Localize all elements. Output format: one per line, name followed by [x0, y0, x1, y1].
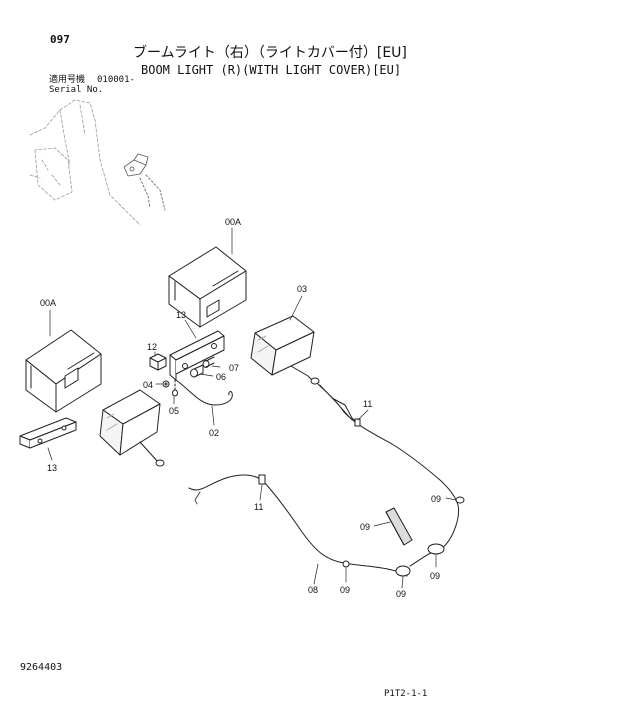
callout-00A-upper: 00A — [225, 217, 241, 227]
callout-02: 02 — [209, 428, 219, 438]
clamp-09-a — [455, 496, 465, 504]
callout-03: 03 — [297, 284, 307, 294]
nut-12 — [149, 353, 167, 371]
title-english: BOOM LIGHT (R)(WITH LIGHT COVER)[EU] — [141, 63, 402, 77]
main-harness-08 — [188, 474, 408, 577]
bracket-upper — [169, 330, 225, 381]
work-light-03 — [250, 315, 320, 385]
page-number: 097 — [50, 33, 70, 46]
light-cover-upper — [168, 246, 247, 328]
clamp-09-b — [385, 507, 413, 546]
clamp-09-c — [427, 543, 445, 555]
callout-12: 12 — [147, 342, 157, 352]
page-reference: P1T2-1-1 — [384, 689, 428, 699]
work-light-left — [99, 389, 165, 467]
callout-11-left: 11 — [254, 502, 263, 512]
callout-06: 06 — [216, 372, 226, 382]
callout-08: 08 — [308, 585, 318, 595]
light-cover-left — [25, 329, 102, 413]
callout-09-d: 09 — [340, 585, 350, 595]
light-mount-sketch — [123, 153, 166, 211]
bracket-lower — [19, 417, 77, 449]
callout-04: 04 — [143, 380, 153, 390]
callout-09-a: 09 — [431, 494, 441, 504]
bolt-06 — [190, 364, 204, 378]
screw-05 — [172, 379, 178, 397]
clamp-09-e — [395, 565, 411, 577]
title-japanese: ブームライト（右）（ライトカバー付）[EU] — [133, 45, 407, 61]
callout-13-lower: 13 — [47, 463, 57, 473]
callout-11-right: 11 — [363, 399, 372, 409]
serial-label-japanese: 適用号機 — [49, 75, 86, 85]
bolt-07 — [202, 356, 215, 368]
serial-label-english: Serial No. — [49, 85, 104, 95]
connector-11-left — [258, 474, 266, 485]
callout-labels: 00A 00A 13 12 07 06 04 05 02 03 11 13 09… — [40, 217, 441, 599]
callout-09-b: 09 — [360, 522, 370, 532]
washer-04 — [162, 380, 170, 388]
machine-silhouette-sketch — [29, 99, 141, 226]
clamp-09-d — [342, 560, 350, 568]
callout-07: 07 — [229, 363, 239, 373]
harness-11 — [317, 383, 459, 567]
callout-09-c: 09 — [430, 571, 440, 581]
callout-00A-left: 00A — [40, 298, 56, 308]
document-number: 9264403 — [20, 662, 63, 673]
callout-13-upper: 13 — [176, 310, 186, 320]
serial-value: 010001- — [97, 75, 135, 85]
callout-09-e: 09 — [396, 589, 406, 599]
callout-05: 05 — [169, 406, 179, 416]
leader-lines — [47, 227, 457, 589]
wire-harness-02 — [175, 379, 233, 406]
